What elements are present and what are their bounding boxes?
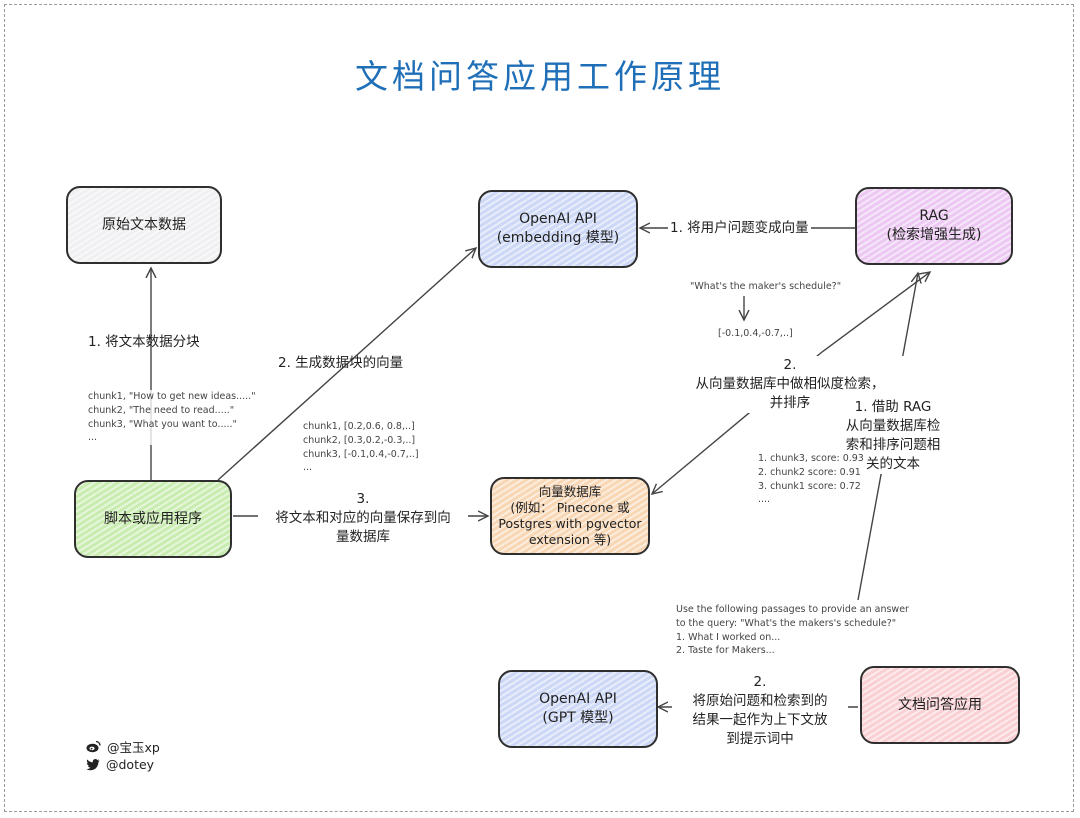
rag-retrieve-line4: 关的文本 xyxy=(866,455,920,472)
raw-text-node: 原始文本数据 xyxy=(66,186,222,264)
label-split-chunks: 1. 将文本数据分块 xyxy=(88,334,200,350)
rag-subtitle: (检索增强生成) xyxy=(886,227,982,243)
combine-line4: 到提示词中 xyxy=(726,730,794,747)
credit-twitter: @dotey xyxy=(86,757,154,772)
chunk-vector-2: chunk2, [0.3,0.2,-0.3,..] xyxy=(303,434,416,446)
vector-db-line2: (例如： Pinecone 或 xyxy=(510,499,630,515)
arrow-script-to-embed xyxy=(217,248,476,481)
script-app-node: 脚本或应用程序 xyxy=(74,480,232,558)
openai-embedding-subtitle: (embedding 模型) xyxy=(496,230,620,246)
rag-retrieve-line3: 索和排序问题相 xyxy=(845,436,941,453)
vector-db-line4: extension 等) xyxy=(528,532,612,548)
chunk-text-3: chunk3, "What you want to....." xyxy=(88,418,237,430)
vector-db-node: 向量数据库 (例如： Pinecone 或 Postgres with pgve… xyxy=(490,477,650,555)
note-query: "What's the maker's schedule?" xyxy=(690,281,842,292)
chunk-vector-more: ... xyxy=(303,462,313,474)
openai-embedding-node: OpenAI API (embedding 模型) xyxy=(478,190,638,268)
chunk-vector-3: chunk3, [-0.1,0.4,-0.7,..] xyxy=(303,448,419,460)
script-app-label: 脚本或应用程序 xyxy=(104,510,202,527)
rag-retrieve-line1: 1. 借助 RAG xyxy=(854,399,932,415)
openai-gpt-node: OpenAI API (GPT 模型) xyxy=(498,670,658,748)
save-vectors-line1: 3. xyxy=(356,491,370,507)
openai-embedding-title: OpenAI API xyxy=(519,211,597,228)
score-more: .... xyxy=(758,494,771,506)
chunk-vector-1: chunk1, [0.2,0.6, 0.8,..] xyxy=(303,421,415,432)
label-combine-prompt: 2. 将原始问题和检索到的 结果一起作为上下文放 到提示词中 xyxy=(672,673,848,749)
similarity-line1: 2. xyxy=(783,357,797,373)
note-text-chunks: chunk1, "How to get new ideas....." chun… xyxy=(88,390,256,446)
label-rag-retrieve: 1. 借助 RAG 从向量数据库检 索和排序问题相 关的文本 xyxy=(834,398,952,474)
weibo-icon xyxy=(86,740,101,753)
score-2: 2. chunk2 score: 0.91 xyxy=(758,466,861,478)
credit-weibo: @宝玉xp xyxy=(86,737,160,756)
note-chunk-vectors: chunk1, [0.2,0.6, 0.8,..] chunk2, [0.3,0… xyxy=(303,420,419,475)
weibo-handle: @宝玉xp xyxy=(107,740,160,755)
openai-gpt-subtitle: (GPT 模型) xyxy=(542,710,614,726)
openai-gpt-title: OpenAI API xyxy=(539,691,617,708)
rag-node: RAG (检索增强生成) xyxy=(855,187,1013,265)
combine-line2: 将原始问题和检索到的 xyxy=(692,692,828,709)
chunk-text-more: ... xyxy=(88,432,98,444)
score-3: 3. chunk1 score: 0.72 xyxy=(758,480,861,492)
save-vectors-line2: 将文本和对应的向量保存到向 xyxy=(275,509,451,526)
doc-qa-app-node: 文档问答应用 xyxy=(860,666,1020,744)
chunk-text-2: chunk2, "The need to read....." xyxy=(88,404,235,416)
score-1: 1. chunk3, score: 0.93 xyxy=(758,453,864,464)
note-scores: 1. chunk3, score: 0.93 2. chunk2 score: … xyxy=(758,452,864,507)
vector-db-line3: Postgres with pgvector xyxy=(498,516,642,531)
label-save-vectors: 3. 将文本和对应的向量保存到向 量数据库 xyxy=(258,490,468,547)
chunk-text-1: chunk1, "How to get new ideas....." xyxy=(88,391,256,402)
diagram-frame xyxy=(4,4,1074,812)
rag-title: RAG xyxy=(919,208,949,225)
note-query-vector: [-0.1,0.4,-0.7,..] xyxy=(718,328,793,339)
raw-text-label: 原始文本数据 xyxy=(102,216,186,233)
save-vectors-line3: 量数据库 xyxy=(336,528,390,545)
prompt-line2: to the query: "What's the makers's sched… xyxy=(676,617,897,629)
doc-qa-app-label: 文档问答应用 xyxy=(898,696,982,713)
note-prompt: Use the following passages to provide an… xyxy=(676,603,909,659)
prompt-line4: 2. Taste for Makers... xyxy=(676,645,775,657)
arrow-similarity-to-rag xyxy=(821,272,930,353)
prompt-line1: Use the following passages to provide an… xyxy=(676,604,909,615)
label-question-to-vector: 1. 将用户问题变成向量 xyxy=(668,219,811,238)
combine-line3: 结果一起作为上下文放 xyxy=(692,711,828,728)
vector-db-title: 向量数据库 xyxy=(538,483,602,499)
diagram-title: 文档问答应用工作原理 xyxy=(355,57,725,96)
twitter-icon xyxy=(86,758,100,770)
similarity-line2: 从向量数据库中做相似度检索， xyxy=(695,375,885,392)
similarity-line3: 并排序 xyxy=(769,394,811,411)
prompt-line3: 1. What I worked on... xyxy=(676,631,781,643)
rag-retrieve-line2: 从向量数据库检 xyxy=(845,417,941,434)
label-generate-vectors: 2. 生成数据块的向量 xyxy=(278,355,404,371)
twitter-handle: @dotey xyxy=(106,757,155,772)
combine-line1: 2. xyxy=(753,674,767,690)
